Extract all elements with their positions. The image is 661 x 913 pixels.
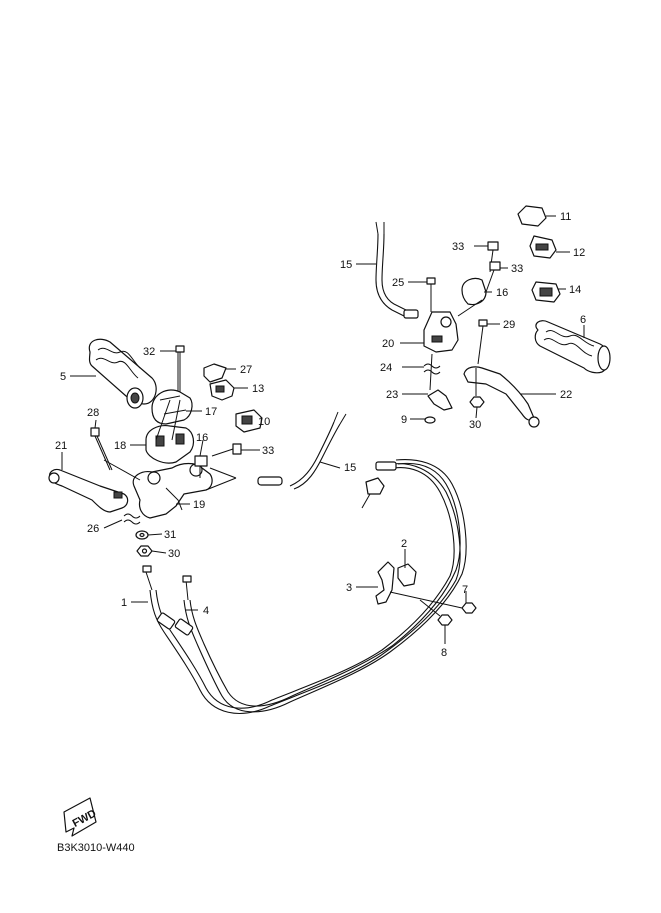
callout-11: 11 [560, 211, 571, 223]
callout-21: 21 [55, 440, 67, 452]
callout-5: 5 [60, 371, 66, 383]
leader-lines [61, 215, 585, 644]
right-grip-6 [534, 320, 611, 374]
callout-labels: 1 2 3 4 5 6 7 8 9 10 11 12 13 14 15 15 1… [55, 211, 586, 659]
cable-end-fitting-upper [361, 461, 397, 509]
bolt-7 [389, 591, 477, 614]
callout-31: 31 [164, 529, 176, 541]
diagram-code: B3K3010-W440 [57, 842, 135, 854]
callout-12: 12 [573, 247, 585, 259]
bolt-8 [419, 599, 453, 626]
callout-20: 20 [382, 338, 394, 350]
callout-27: 27 [240, 364, 252, 376]
callout-10: 10 [258, 416, 270, 428]
switch-wire-15-left [257, 411, 347, 490]
switch-wire-15-right [375, 221, 419, 319]
washer-31 [135, 530, 149, 540]
assembly-lines-left [103, 399, 237, 491]
spring-24 [423, 363, 441, 375]
bolt-16-left [194, 455, 208, 478]
callout-17: 17 [205, 406, 217, 418]
throttle-cables [142, 459, 467, 714]
callout-30-right: 30 [469, 419, 481, 431]
fwd-arrow-icon: FWD [63, 797, 98, 837]
bracket-23 [427, 389, 453, 411]
callout-22: 22 [560, 389, 572, 401]
callout-33-left: 33 [262, 445, 274, 457]
part-12 [529, 235, 557, 259]
part-27 [203, 363, 227, 383]
screw-32 [175, 345, 185, 392]
nut-30-left [136, 545, 153, 557]
switch-housing-upper-17 [151, 389, 193, 425]
callout-28: 28 [87, 407, 99, 419]
callout-33-right-a: 33 [452, 241, 464, 253]
left-grip [88, 338, 157, 409]
callout-18: 18 [114, 440, 126, 452]
screw-25 [426, 277, 436, 312]
callout-3: 3 [346, 582, 352, 594]
callout-13: 13 [252, 383, 264, 395]
callout-23: 23 [386, 389, 398, 401]
clutch-holder-19 [132, 462, 213, 519]
callout-26: 26 [87, 523, 99, 535]
callout-25: 25 [392, 277, 404, 289]
clutch-lever-21 [48, 468, 129, 513]
callout-33-right-b: 33 [511, 263, 523, 275]
callout-32: 32 [143, 346, 155, 358]
callout-8: 8 [441, 647, 447, 659]
part-13 [209, 379, 235, 401]
callout-16-right: 16 [496, 287, 508, 299]
switch-16-right [461, 277, 487, 306]
callout-15-right: 15 [340, 259, 352, 271]
callout-19: 19 [193, 499, 205, 511]
screw-28 [90, 427, 113, 471]
assembly-lines-right [429, 299, 483, 396]
callout-7: 7 [462, 584, 468, 596]
callout-30-left: 30 [168, 548, 180, 560]
callout-2: 2 [401, 538, 407, 550]
part-10 [235, 409, 263, 433]
callout-9: 9 [401, 414, 407, 426]
callout-4: 4 [203, 605, 209, 617]
switch-housing-lower-18 [145, 425, 195, 464]
callout-1: 1 [121, 597, 127, 609]
brake-lever-22 [463, 366, 540, 428]
callout-6: 6 [580, 314, 586, 326]
nut-30-right [469, 396, 485, 408]
spring-26 [123, 513, 141, 525]
bracket-3 [375, 561, 395, 605]
callout-14: 14 [569, 284, 581, 296]
callout-16-left: 16 [196, 432, 208, 444]
callout-15-left: 15 [344, 462, 356, 474]
callout-24: 24 [380, 362, 392, 374]
part-14 [531, 281, 561, 303]
screw-33-left [211, 443, 242, 457]
screw-29 [477, 319, 488, 365]
clamp-2 [397, 563, 417, 587]
callout-29: 29 [503, 319, 515, 331]
brake-master-cylinder-20 [423, 311, 459, 353]
screw-33-right-b [485, 261, 501, 293]
washer-9 [424, 416, 436, 424]
part-11 [517, 205, 547, 227]
